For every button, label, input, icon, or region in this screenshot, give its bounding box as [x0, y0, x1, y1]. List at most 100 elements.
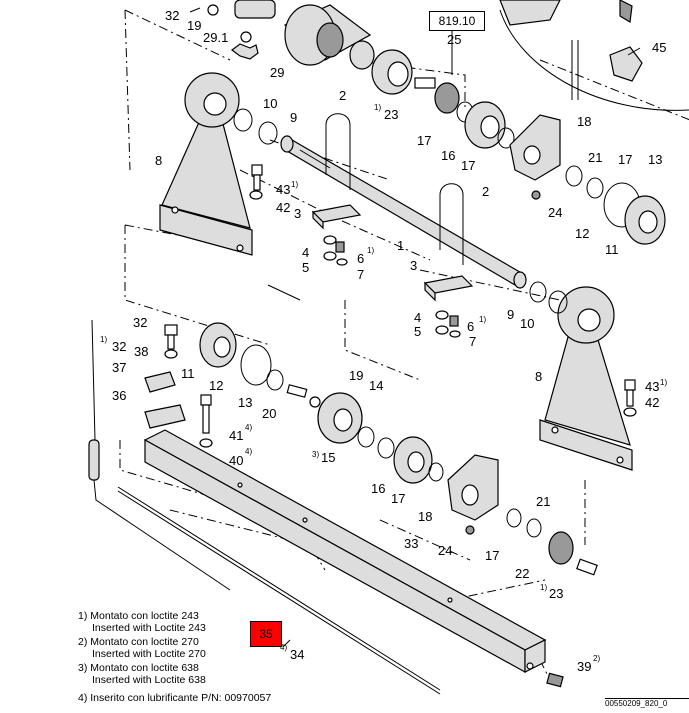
- part-number-18: 18: [577, 114, 591, 129]
- part-number-17: 17: [618, 152, 632, 167]
- part-number-18: 18: [418, 509, 432, 524]
- rings-9-10-lower: [529, 281, 568, 314]
- part-number-17: 17: [391, 491, 405, 506]
- part-number-40: 40: [229, 453, 243, 468]
- footnote-1: 1) Montato con loctite 243 Inserted with…: [78, 610, 206, 634]
- support-8-left: [159, 72, 253, 256]
- part-number-6: 6: [467, 319, 474, 334]
- part-number-12: 12: [575, 226, 589, 241]
- reference-box: 819.10: [429, 11, 485, 31]
- part-number-41: 41: [229, 428, 243, 443]
- part-number-2: 2: [339, 88, 346, 103]
- part-number-2: 2: [482, 184, 489, 199]
- part-number-21: 21: [536, 494, 550, 509]
- part-number-36: 36: [112, 388, 126, 403]
- part-number-17: 17: [417, 133, 431, 148]
- part-number-21: 21: [588, 150, 602, 165]
- footnote-ref: 1): [367, 246, 374, 255]
- part-number-7: 7: [469, 334, 476, 349]
- part-number-5: 5: [302, 260, 309, 275]
- part-number-43: 43: [276, 182, 290, 197]
- part-number-19: 19: [187, 18, 201, 33]
- support-8-right: [539, 286, 633, 471]
- bolt-43-42-right: [623, 379, 637, 417]
- bolts-43-42-top: [249, 164, 263, 200]
- footnote-en: Inserted with Loctite 270: [92, 648, 206, 660]
- sensor-rod: [88, 319, 231, 591]
- part-number-29: 29: [270, 65, 284, 80]
- roller-25: [283, 4, 413, 95]
- part-number-4: 4: [302, 245, 309, 260]
- footnote-ref: 1): [291, 180, 298, 189]
- part-number-9: 9: [290, 110, 297, 125]
- clamp-plates: [311, 204, 474, 302]
- part-number-42: 42: [276, 200, 290, 215]
- part-number-5: 5: [414, 324, 421, 339]
- part-number-15: 15: [321, 450, 335, 465]
- part-number-20: 20: [262, 406, 276, 421]
- part-number-14: 14: [369, 378, 383, 393]
- part-number-4: 4: [414, 310, 421, 325]
- part-number-42: 42: [645, 395, 659, 410]
- nuts-washers: [323, 235, 461, 338]
- footnote-en: Inserted with Loctite 243: [92, 622, 206, 634]
- part-number-33: 33: [404, 536, 418, 551]
- footnote-it: Inserito con lubrificante P/N: 00970057: [90, 692, 272, 704]
- part-number-25: 25: [447, 32, 461, 47]
- shaft-1-upper: [280, 135, 527, 289]
- part-number-13: 13: [648, 152, 662, 167]
- part-number-3: 3: [410, 258, 417, 273]
- part-number-32: 32: [112, 339, 126, 354]
- footnote-it: Montato con loctite 270: [90, 636, 199, 648]
- footnote-num: 3): [78, 662, 88, 674]
- part-number-16: 16: [441, 148, 455, 163]
- rod-34: [117, 486, 441, 695]
- part-number-8: 8: [535, 369, 542, 384]
- part-number-6: 6: [357, 251, 364, 266]
- bearing-group-lower-left: [144, 322, 284, 448]
- part-number-32: 32: [165, 8, 179, 23]
- part-number-7: 7: [357, 267, 364, 282]
- part-number-45: 45: [652, 40, 666, 55]
- part-number-9: 9: [507, 307, 514, 322]
- part-number-39: 39: [577, 659, 591, 674]
- footnote-ref: 1): [100, 335, 107, 344]
- footnote-num: 1): [78, 610, 88, 622]
- part-number-10: 10: [263, 96, 277, 111]
- part-number-11: 11: [605, 242, 619, 257]
- footnote-ref: 4): [280, 643, 287, 652]
- part-number-29.1: 29.1: [203, 30, 228, 45]
- part-number-32: 32: [133, 315, 147, 330]
- footnote-3: 3) Montato con loctite 638 Inserted with…: [78, 662, 206, 686]
- document-number: 00550209_820_0: [605, 698, 689, 708]
- footnote-it: Montato con loctite 638: [90, 662, 199, 674]
- part-number-22: 22: [515, 566, 529, 581]
- part-number-17: 17: [461, 158, 475, 173]
- part-number-38: 38: [134, 344, 148, 359]
- footnote-en: Inserted with Loctite 638: [92, 674, 206, 686]
- part-number-24: 24: [438, 543, 452, 558]
- footnote-4: 4) Inserito con lubrificante P/N: 009700…: [78, 692, 271, 704]
- part-number-37: 37: [112, 360, 126, 375]
- part-number-12: 12: [209, 378, 223, 393]
- top-left-fragment: [189, 0, 276, 60]
- part-number-17: 17: [485, 548, 499, 563]
- bearing-group-middle: [286, 384, 598, 576]
- part-number-23: 23: [549, 586, 563, 601]
- detail-circle: [499, 0, 689, 111]
- screw-39: [546, 672, 564, 688]
- footnote-ref: 4): [245, 423, 252, 432]
- part-number-13: 13: [238, 395, 252, 410]
- callout-35[interactable]: 35: [250, 621, 282, 647]
- footnote-ref: 1): [479, 315, 486, 324]
- part-number-34: 34: [290, 647, 304, 662]
- u-bolts: [325, 113, 464, 265]
- footnote-ref: 1): [540, 583, 547, 592]
- footnote-ref: 1): [374, 103, 381, 112]
- footnote-ref: 4): [245, 447, 252, 456]
- footnote-2: 2) Montato con loctite 270 Inserted with…: [78, 636, 206, 660]
- part-number-8: 8: [155, 153, 162, 168]
- footnote-ref: 1): [660, 378, 667, 387]
